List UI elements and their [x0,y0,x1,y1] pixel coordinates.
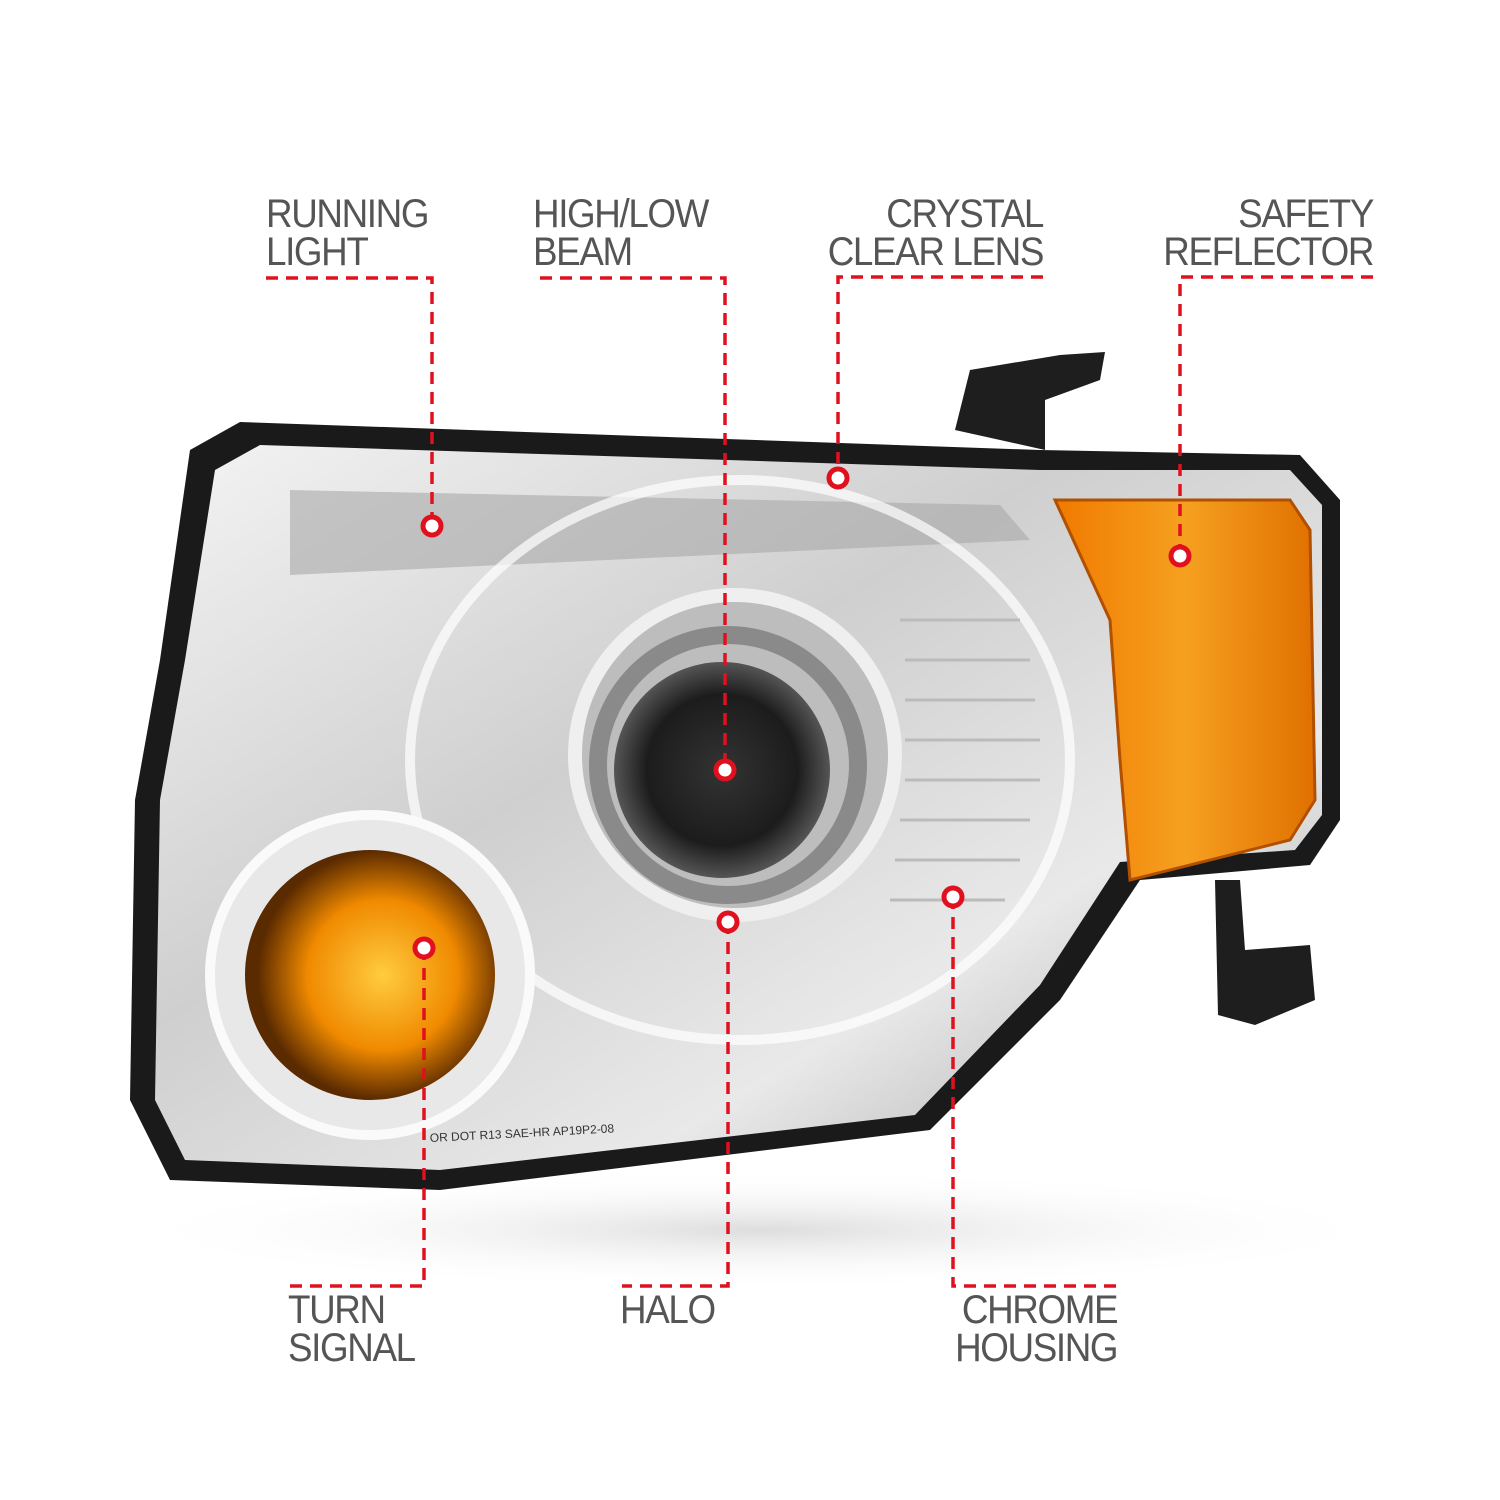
leader-safety-reflector [1178,275,1373,556]
leader-lines [266,275,1373,1288]
leader-high-low-beam [540,276,727,770]
top-mount-bracket [955,352,1105,450]
lens-bowl-ring [405,475,1075,1045]
marker-chrome-housing [941,885,965,909]
label-halo: HALO [620,1288,716,1332]
leader-halo [622,922,730,1288]
label-line: HALO [620,1288,716,1332]
label-line: REFLECTOR [1163,230,1374,274]
label-high-low-beam: HIGH/LOW BEAM [533,192,709,274]
marker-turn-signal [412,936,436,960]
marker-halo [716,910,740,934]
label-line: SAFETY [1238,192,1374,236]
leader-running-light [266,276,434,526]
label-line: HOUSING [954,1326,1118,1370]
label-line: CRYSTAL [886,192,1044,236]
label-running-light: RUNNING LIGHT [266,192,429,274]
floor-shadow [110,1170,1410,1290]
label-turn-signal: TURN SIGNAL [288,1288,416,1370]
turn-signal-bulb-reflector [245,850,495,1100]
label-safety-reflector: SAFETY REFLECTOR [1163,192,1374,274]
halo-ring [589,626,867,904]
label-line: BEAM [533,230,633,274]
marker-crystal-clear-lens [826,466,850,490]
marker-safety-reflector [1168,544,1192,568]
label-crystal-clear-lens: CRYSTAL CLEAR LENS [827,192,1045,274]
leader-turn-signal [290,948,426,1288]
bottom-mount-bracket [1215,880,1315,1025]
marker-high-low-beam [713,758,737,782]
leader-crystal-clear-lens [836,275,1043,478]
label-line: CLEAR LENS [827,230,1045,274]
label-line: TURN [288,1288,386,1332]
leader-chrome-housing [951,897,1118,1288]
label-line: HIGH/LOW [533,192,709,236]
marker-running-light [420,514,444,538]
label-line: SIGNAL [288,1326,416,1370]
label-line: CHROME [961,1288,1119,1332]
running-light-strip [290,490,1030,575]
amber-safety-reflector [1052,498,1317,882]
label-line: LIGHT [266,230,369,274]
label-chrome-housing: CHROME HOUSING [954,1288,1119,1370]
label-line: RUNNING [266,192,429,236]
